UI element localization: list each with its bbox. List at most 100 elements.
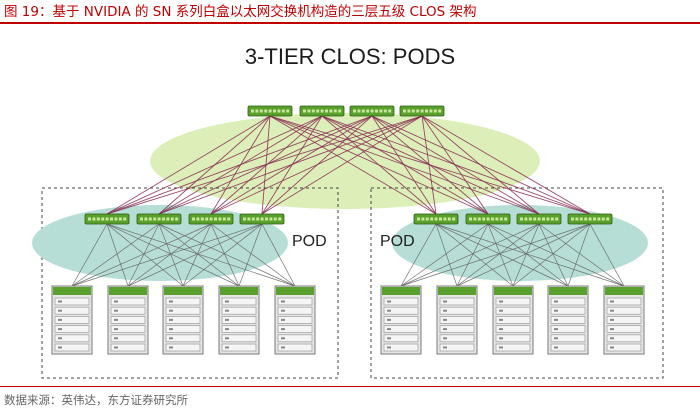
- leaf-rack-link: [127, 223, 263, 287]
- server-unit: [54, 297, 90, 306]
- switch-port: [482, 217, 486, 221]
- server-rack: [380, 285, 422, 355]
- server-unit: [550, 334, 586, 343]
- server-unit: [165, 306, 201, 315]
- switch-port: [325, 109, 328, 113]
- leaf-switch: [516, 213, 562, 225]
- top-of-rack-switch: [494, 287, 532, 295]
- spine-leaf-link: [421, 115, 540, 215]
- server-unit: [550, 306, 586, 315]
- switch-port: [520, 217, 523, 221]
- server-unit: [54, 316, 90, 324]
- server-rack: [218, 285, 260, 355]
- server-led: [281, 309, 285, 312]
- leaf-rack-link: [261, 223, 296, 287]
- source-note: 数据来源：英伟达，东方证券研究所: [0, 386, 700, 412]
- server-unit: [277, 316, 313, 324]
- switch-port: [388, 109, 392, 113]
- switch-port: [105, 217, 109, 221]
- spine-leaf-link: [106, 115, 423, 215]
- switch-port: [92, 217, 96, 221]
- server-unit: [495, 297, 531, 306]
- spine-halo: [150, 113, 540, 209]
- switch-port: [286, 109, 290, 113]
- server-led: [610, 309, 614, 312]
- leaf-rack-link: [567, 223, 591, 287]
- server-led: [610, 328, 614, 331]
- leaf-rack-link: [435, 223, 458, 287]
- switch-port: [316, 109, 320, 113]
- switch-port: [218, 217, 222, 221]
- switch-port: [214, 217, 217, 221]
- leaf-rack-link: [106, 223, 184, 287]
- server-unit: [550, 297, 586, 306]
- server-unit: [606, 297, 642, 306]
- server-unit: [495, 325, 531, 333]
- server-led: [499, 318, 503, 321]
- switch-port: [144, 217, 148, 221]
- switch-port: [333, 109, 337, 113]
- server-unit: [606, 325, 642, 333]
- server-led: [387, 346, 391, 349]
- switch-port: [433, 109, 437, 113]
- switch-port: [411, 109, 415, 113]
- switch-port: [473, 217, 477, 221]
- server-unit: [221, 325, 257, 333]
- switch-port: [575, 217, 579, 221]
- switch-port: [571, 217, 574, 221]
- switch-port: [542, 217, 545, 221]
- server-unit: [383, 334, 419, 343]
- switch-port: [379, 109, 383, 113]
- leaf-rack-link: [127, 223, 160, 287]
- leaf-rack-link: [435, 223, 625, 287]
- spine-leaf-link: [269, 115, 437, 215]
- leaf-rack-link: [71, 223, 108, 287]
- switch-port: [407, 109, 411, 113]
- switch-port: [265, 217, 268, 221]
- server-unit: [383, 306, 419, 315]
- server-unit: [495, 334, 531, 343]
- server-led: [554, 309, 558, 312]
- server-led: [443, 328, 447, 331]
- leaf-switch: [465, 213, 511, 225]
- server-led: [387, 318, 391, 321]
- link-lines: [71, 115, 625, 287]
- switch-port: [495, 217, 499, 221]
- switch-port: [260, 217, 264, 221]
- switch-port: [417, 217, 420, 221]
- spine-leaf-link: [321, 115, 437, 215]
- switch-port: [273, 217, 277, 221]
- server-led: [225, 318, 229, 321]
- server-led: [443, 318, 447, 321]
- server-unit: [277, 297, 313, 306]
- server-led: [58, 346, 62, 349]
- switch-port: [597, 217, 601, 221]
- switch-port: [579, 217, 583, 221]
- switch-port: [329, 109, 333, 113]
- leaf-rack-link: [106, 223, 296, 287]
- leaf-rack-link: [400, 223, 540, 287]
- switch-port: [430, 217, 434, 221]
- server-led: [281, 300, 285, 303]
- switch-port: [200, 217, 204, 221]
- diagram-title: 3-TIER CLOS: PODS: [245, 44, 455, 69]
- top-of-rack-switch: [220, 287, 258, 295]
- leaf-rack-link: [238, 223, 263, 287]
- switch-port: [425, 217, 429, 221]
- leaf-rack-link: [400, 223, 591, 287]
- top-of-rack-switch: [53, 287, 91, 295]
- server-unit: [383, 343, 419, 352]
- server-unit: [110, 334, 146, 343]
- leaf-rack-link: [106, 223, 240, 287]
- server-unit: [165, 297, 201, 306]
- spine-leaf-link: [421, 115, 437, 215]
- switch-port: [370, 109, 374, 113]
- server-unit: [110, 343, 146, 352]
- server-unit: [383, 325, 419, 333]
- server-led: [443, 346, 447, 349]
- spine-leaf-link: [321, 115, 489, 215]
- server-unit: [383, 316, 419, 324]
- server-led: [499, 300, 503, 303]
- switch-port: [140, 217, 143, 221]
- switch-port: [268, 109, 272, 113]
